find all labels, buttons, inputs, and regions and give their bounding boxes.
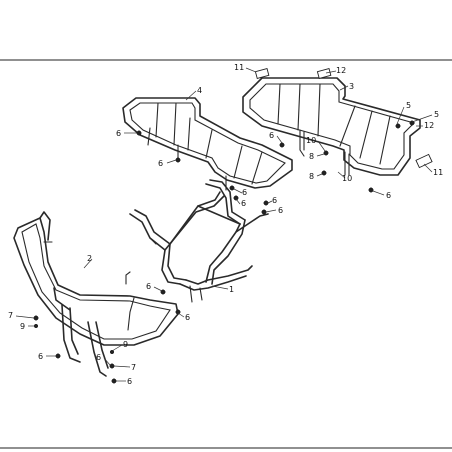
callout-5-b: 5 [434,110,439,119]
callout-6-frame-e: 6 [146,282,151,291]
callout-6-frame-a: 6 [242,188,247,197]
callout-9-left: 9 [20,322,25,331]
callout-6-frame-c: 6 [272,196,277,205]
callout-6-frame-f: 6 [185,313,190,322]
callout-labels: 4 11 12 3 5 5 12 6 6 6 10 8 8 10 11 6 6 … [8,63,443,386]
callout-6-front-rack: 6 [158,159,163,168]
callout-1: 1 [229,285,234,294]
callout-4: 4 [197,86,202,95]
callout-6-frame-b: 6 [241,199,246,208]
callout-7-left: 7 [8,311,13,320]
callout-5-a: 5 [406,101,411,110]
callout-12-top: 12 [336,66,346,75]
callout-12-right: 12 [424,121,434,130]
front-rack-part-4 [122,97,293,191]
callout-6-mid-rack: 6 [269,131,274,140]
callout-6-bumper-left: 6 [38,352,43,361]
callout-6-left-rack: 6 [116,129,121,138]
callout-6-bumper-mid: 6 [96,353,101,362]
callout-11-top: 11 [234,63,244,72]
callout-6-bumper-bottom: 6 [127,377,132,386]
callout-3: 3 [349,82,354,91]
callout-10-top: 10 [306,136,316,145]
callout-8-bottom: 8 [309,172,314,181]
callout-10-bottom: 10 [342,174,352,183]
callout-7-right: 7 [131,363,136,372]
callout-6-frame-d: 6 [278,206,283,215]
callout-11-right: 11 [433,168,443,177]
rear-rack-part-3 [242,67,433,176]
callout-9-right: 9 [123,340,128,349]
callout-8-top: 8 [309,152,314,161]
fastener-set [33,120,415,384]
callout-2: 2 [87,254,92,263]
leader-lines [15,67,433,382]
main-frame-part-1 [129,179,269,303]
callout-6-rear-bottom: 6 [386,191,391,200]
